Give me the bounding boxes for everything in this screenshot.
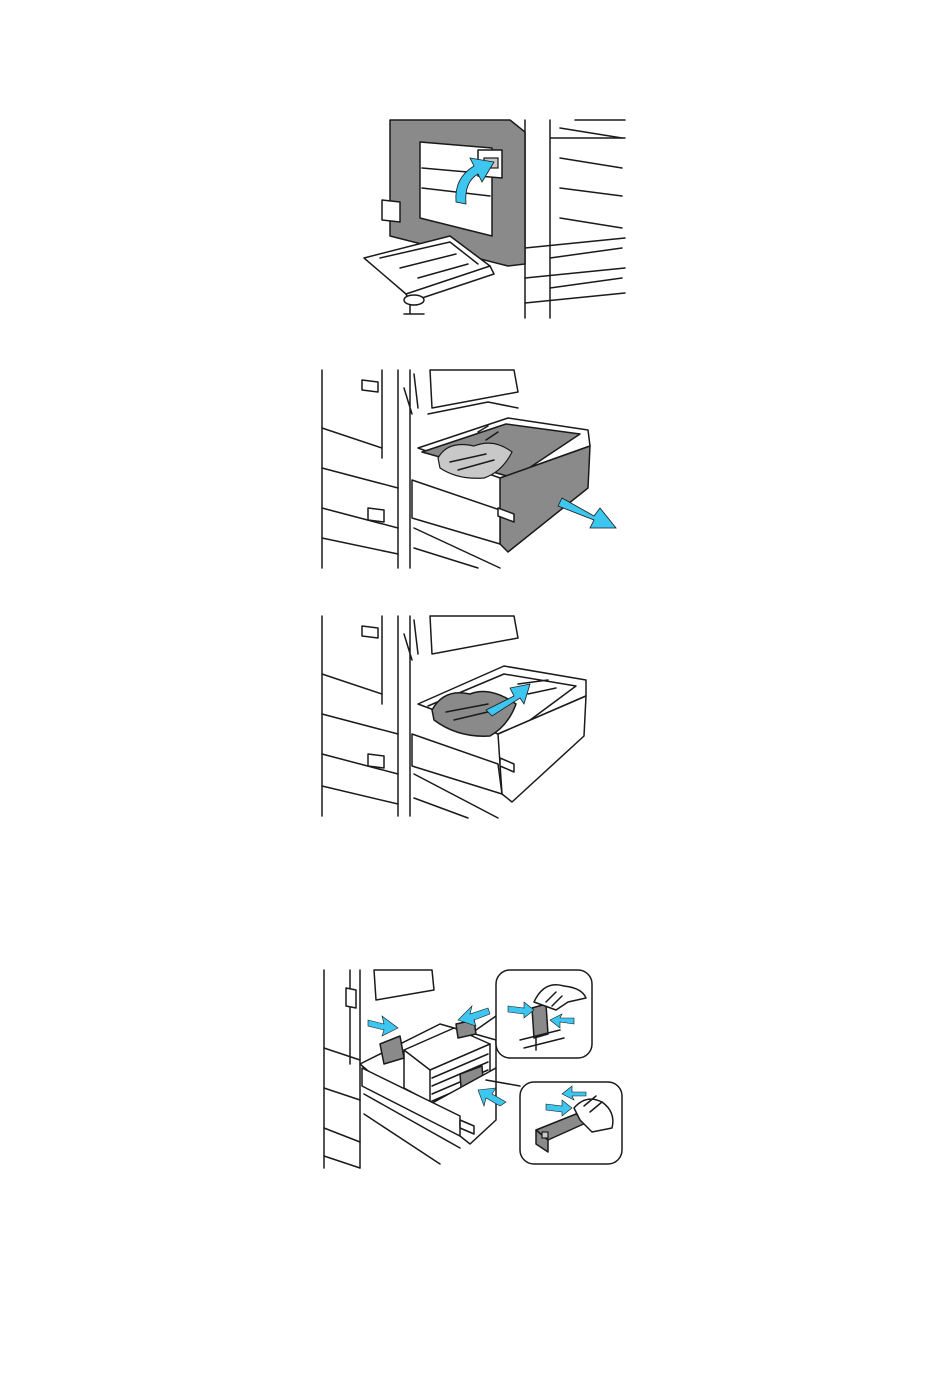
straight-arrow-out-icon xyxy=(558,498,616,528)
printer-tray-pull-out-illustration xyxy=(318,368,624,572)
printer-left-door-open-illustration xyxy=(360,118,630,324)
printer-left-door-open-icon xyxy=(360,118,630,324)
printer-tray-remove-paper-icon xyxy=(318,614,590,820)
printer-tray-pull-out-icon xyxy=(318,368,624,572)
printer-tray-guides-illustration xyxy=(320,968,626,1172)
printer-tray-remove-paper-illustration xyxy=(318,614,590,820)
printer-tray-guides-icon xyxy=(320,968,626,1172)
